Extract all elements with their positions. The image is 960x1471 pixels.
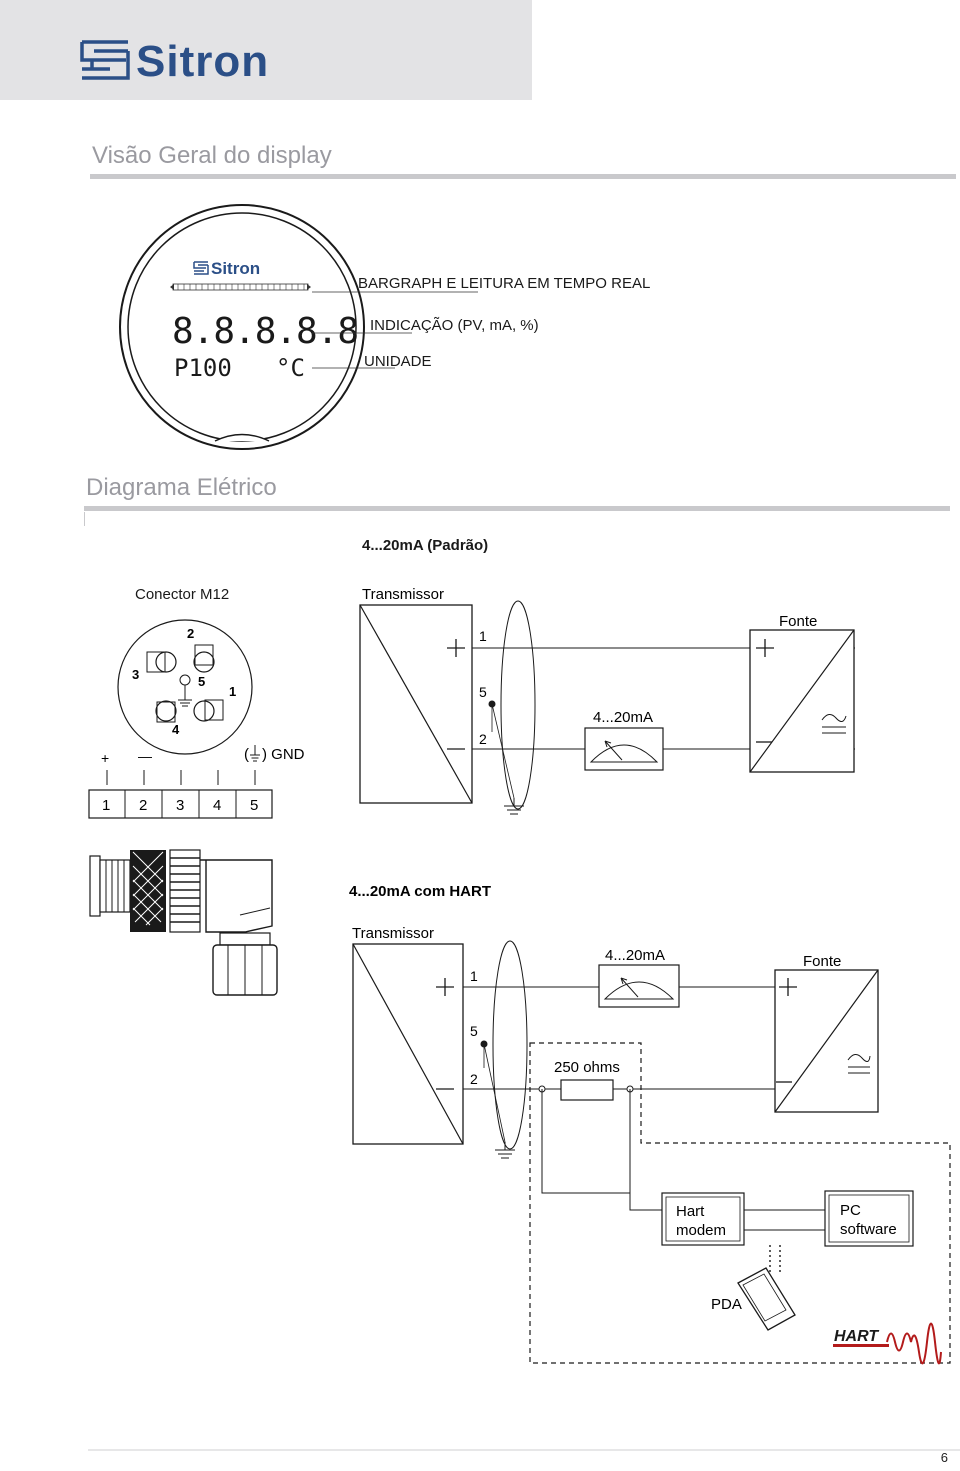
connector-label: Conector M12 bbox=[135, 586, 229, 603]
d1-meter-label: 4...20mA bbox=[593, 709, 653, 726]
gnd-paren: ( bbox=[244, 746, 249, 763]
pin-1-label: 1 bbox=[229, 684, 236, 699]
page-number: 6 bbox=[940, 1450, 948, 1465]
d2-ac-icon bbox=[847, 1054, 871, 1062]
callout-indicacao: INDICAÇÃO (PV, mA, %) bbox=[370, 317, 539, 334]
display-callouts: BARGRAPH E LEITURA EM TEMPO REAL INDICAÇ… bbox=[312, 275, 650, 370]
callout-unidade: UNIDADE bbox=[364, 353, 432, 370]
terminal-3: 3 bbox=[176, 797, 184, 814]
plus-sign-label: + bbox=[101, 750, 109, 766]
d2-wire-1: 1 bbox=[470, 968, 478, 984]
terminal-4: 4 bbox=[213, 797, 221, 814]
modem-label-line1: Hart bbox=[676, 1203, 705, 1220]
d1-wire-1: 1 bbox=[479, 628, 487, 644]
pin-4-label: 4 bbox=[172, 722, 180, 737]
pda-icon bbox=[737, 1267, 796, 1331]
lcd-unit: °C bbox=[276, 354, 305, 382]
d1-transmitter-box bbox=[359, 604, 473, 804]
d1-ac-icon bbox=[821, 714, 847, 722]
d2-ground-icon bbox=[495, 1142, 515, 1159]
d2-wire-2: 2 bbox=[470, 1071, 478, 1087]
terminal-strip bbox=[88, 770, 273, 819]
gnd-symbol-icon bbox=[250, 745, 260, 762]
terminal-2: 2 bbox=[139, 797, 147, 814]
resistor-icon bbox=[560, 1079, 614, 1101]
callout-bargraph: BARGRAPH E LEITURA EM TEMPO REAL bbox=[358, 275, 650, 292]
d1-wire-2: 2 bbox=[479, 731, 487, 747]
d2-transmitter-box bbox=[352, 943, 464, 1145]
m12-connector-photo bbox=[89, 849, 278, 996]
d2-supply-label: Fonte bbox=[803, 953, 841, 970]
display-device: Sitron 8.8.8.8.8 P100 °C bbox=[119, 204, 365, 450]
d1-ammeter-icon bbox=[584, 727, 664, 771]
diagram2-title: 4...20mA com HART bbox=[349, 883, 491, 900]
pin-5-label: 5 bbox=[198, 674, 205, 689]
diagram1-title: 4...20mA (Padrão) bbox=[362, 537, 488, 554]
logo-wordmark: Sitron bbox=[136, 38, 269, 82]
hart-logo: HART bbox=[833, 1322, 942, 1365]
lcd-tag: P100 bbox=[174, 354, 232, 382]
hart-logo-text: HART bbox=[834, 1328, 879, 1345]
sitron-logo: Sitron bbox=[80, 37, 350, 87]
pc-label-line1: PC bbox=[840, 1202, 861, 1219]
d2-ammeter-icon bbox=[598, 964, 680, 1008]
gnd-label: ) GND bbox=[262, 746, 305, 763]
display-section-title: Visão Geral do display bbox=[92, 142, 332, 169]
d1-transmitter-label: Transmissor bbox=[362, 586, 444, 603]
pin-2-label: 2 bbox=[187, 626, 194, 641]
pda-label: PDA bbox=[711, 1296, 742, 1313]
m12-connector-face bbox=[117, 619, 253, 755]
electrical-section-title: Diagrama Elétrico bbox=[86, 474, 277, 501]
minus-sign-label: — bbox=[138, 748, 152, 764]
terminal-1: 1 bbox=[102, 797, 110, 814]
d2-power-supply bbox=[774, 969, 879, 1113]
modem-label-line2: modem bbox=[676, 1222, 726, 1239]
d2-transmitter-label: Transmissor bbox=[352, 925, 434, 942]
lcd-logo-text: Sitron bbox=[211, 259, 260, 278]
resistor-label: 250 ohms bbox=[554, 1059, 620, 1076]
d2-meter-label: 4...20mA bbox=[605, 947, 665, 964]
pc-software-box bbox=[824, 1190, 914, 1247]
display-section-rule bbox=[90, 174, 956, 179]
terminal-5: 5 bbox=[250, 797, 258, 814]
d1-supply-label: Fonte bbox=[779, 613, 817, 630]
electrical-section-rule bbox=[84, 506, 950, 511]
lcd-main-digits: 8.8.8.8.8 bbox=[172, 311, 358, 352]
lcd-logo: Sitron bbox=[193, 259, 260, 278]
hart-modem-box bbox=[661, 1192, 745, 1246]
hart-network-boundary bbox=[529, 1042, 951, 1364]
rule-tick bbox=[84, 512, 85, 526]
d1-wire-5: 5 bbox=[479, 684, 487, 700]
d1-power-supply bbox=[749, 629, 855, 773]
bargraph-icon bbox=[170, 283, 311, 291]
header-band bbox=[0, 0, 532, 100]
d2-wire-5: 5 bbox=[470, 1023, 478, 1039]
pc-label-line2: software bbox=[840, 1221, 897, 1238]
d1-ground-icon bbox=[504, 798, 524, 815]
pin-3-label: 3 bbox=[132, 667, 139, 682]
